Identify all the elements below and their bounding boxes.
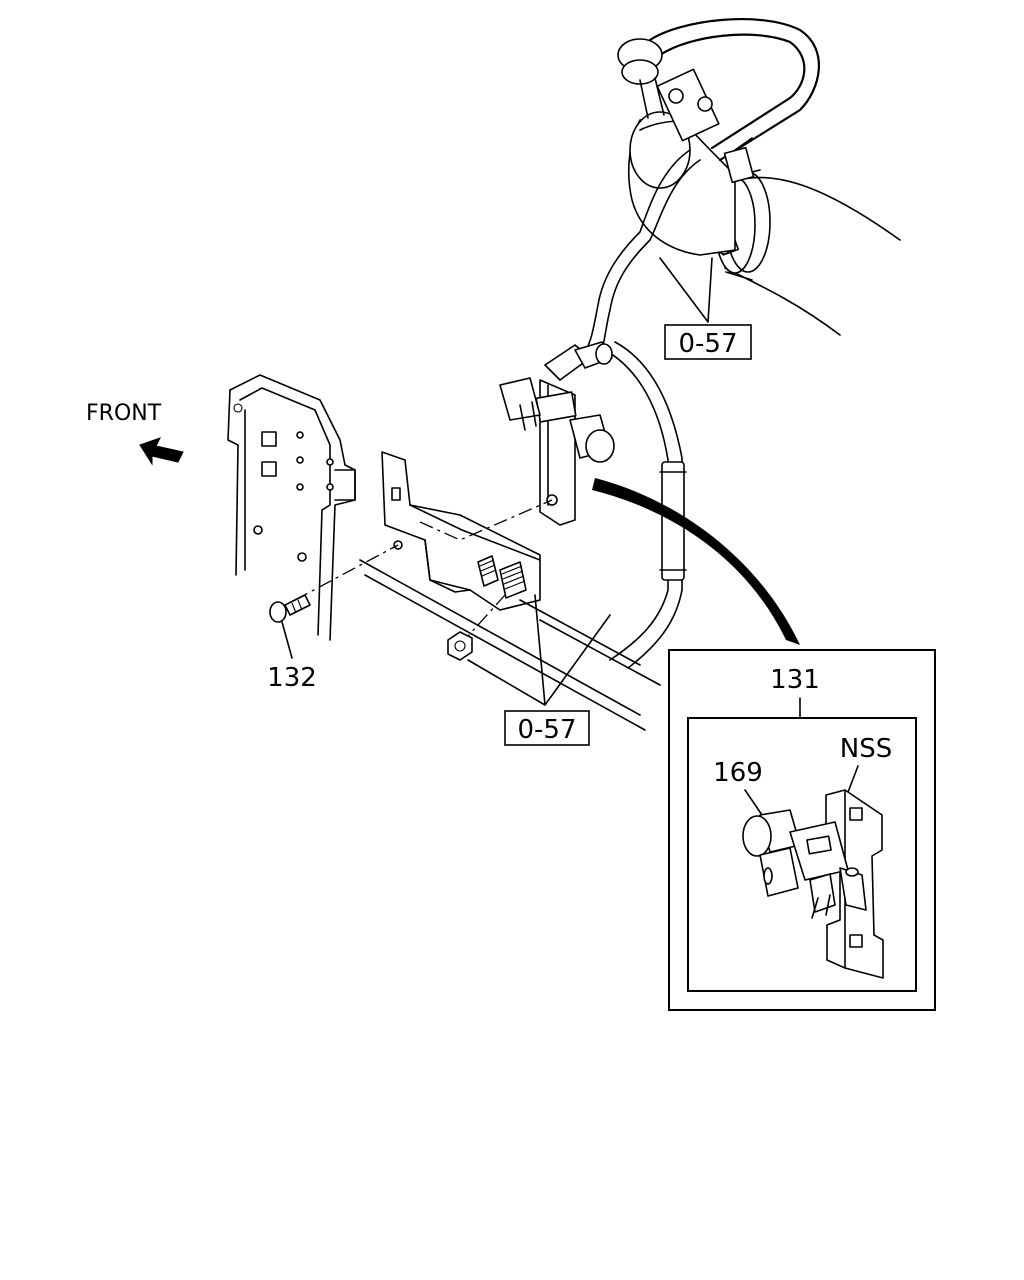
valve-with-bracket [499, 341, 615, 526]
leader-valve [744, 789, 763, 816]
callout-ref-top: 0-57 [664, 324, 752, 360]
callout-valve: 169 [713, 758, 763, 788]
callout-ref-bottom: 0-57 [504, 710, 590, 746]
bolt-part [269, 594, 311, 623]
detail-inset: 131 169 NSS [668, 649, 936, 1011]
frame-rails [359, 559, 661, 731]
alignment-line-bolt [294, 544, 399, 601]
leader-bolt [281, 621, 293, 659]
leader-ref-bottom [467, 594, 611, 706]
exhaust-pipe-assembly [617, 17, 901, 336]
detail-arrow-icon [592, 478, 800, 645]
vacuum-hose-upper [584, 149, 701, 361]
mounting-bracket [381, 451, 541, 611]
front-label: FRONT [86, 401, 162, 426]
front-arrow-icon [139, 437, 184, 466]
nut-part [447, 631, 473, 661]
callout-nss: NSS [840, 734, 892, 764]
svg-text:0-57: 0-57 [678, 329, 737, 359]
callout-assembly: 131 [770, 665, 820, 695]
leader-ref-top [659, 257, 713, 323]
frame-panel [227, 374, 356, 641]
svg-text:0-57: 0-57 [517, 715, 576, 745]
alignment-line-bracket [419, 499, 553, 541]
callout-bolt: 132 [267, 663, 317, 693]
